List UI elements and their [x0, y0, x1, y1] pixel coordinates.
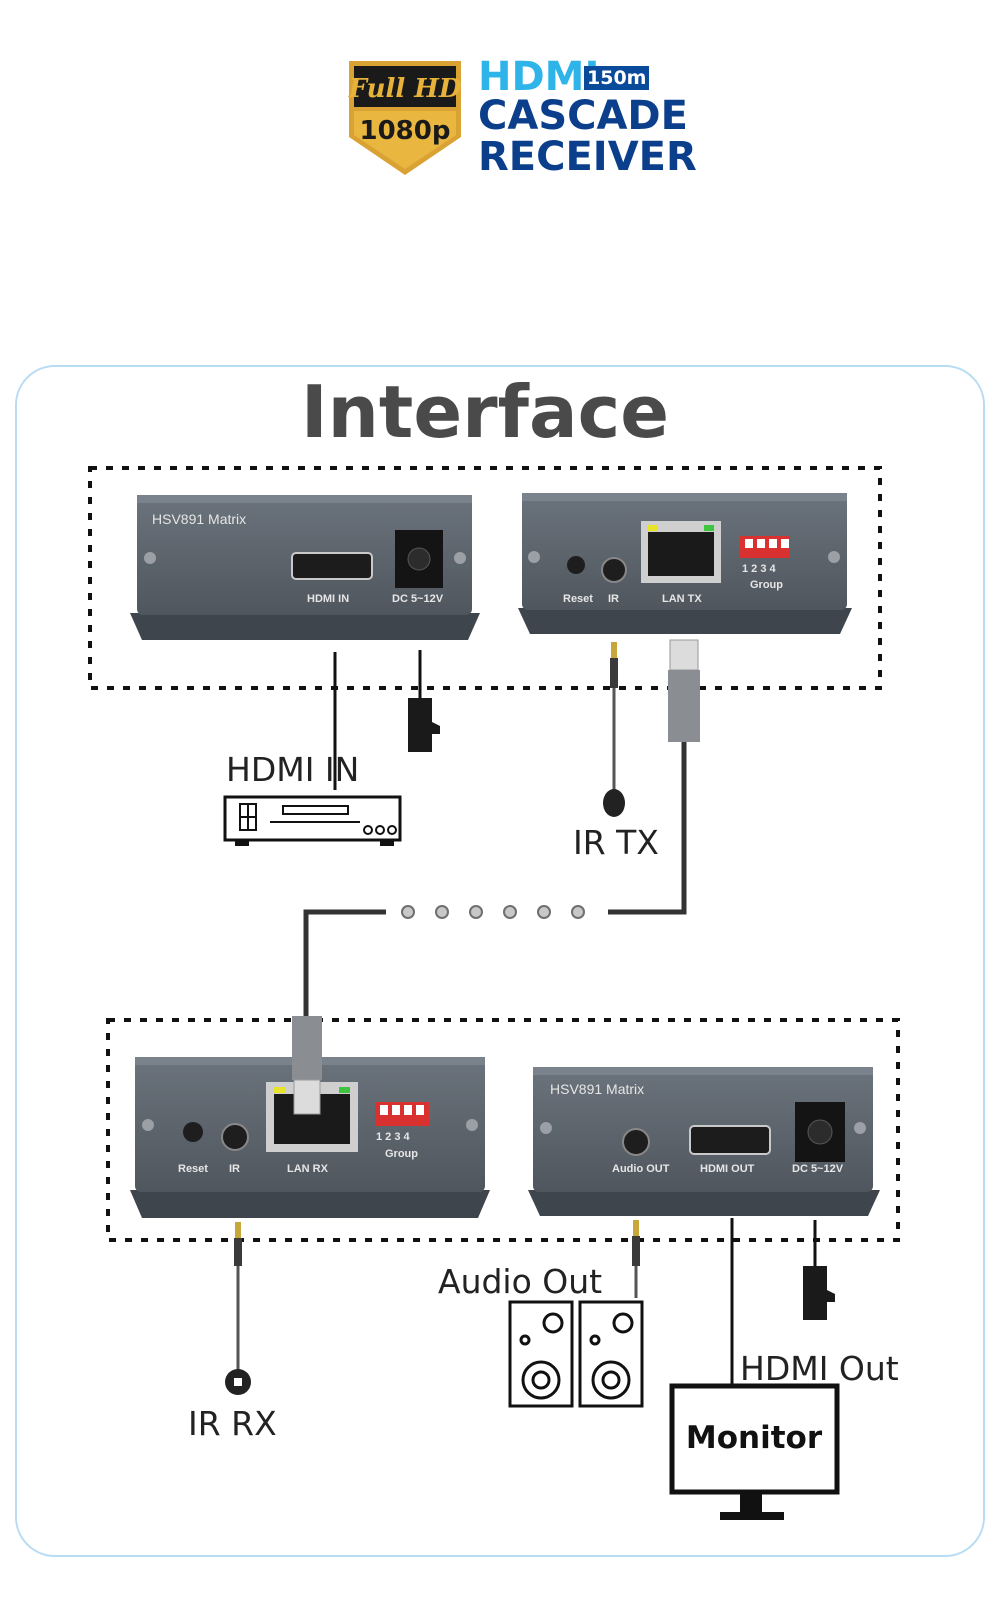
dvd-player-icon — [223, 795, 402, 846]
interface-panel — [15, 365, 985, 1557]
transmitter-lan-unit: Reset IR LAN TX 1 2 3 4 Group — [518, 493, 852, 634]
ir-jack — [221, 1123, 249, 1151]
bottom-port-lan-rx: LAN RX — [287, 1163, 329, 1175]
ir-tx-emitter — [603, 789, 625, 817]
label-ir-tx: IR TX — [573, 823, 659, 862]
bottom-port-ir: IR — [229, 1163, 240, 1175]
bottom-port-group: Group — [385, 1148, 418, 1160]
top-port-lan-tx: LAN TX — [662, 593, 702, 605]
top-port-hdmi-in: HDMI IN — [307, 593, 349, 605]
bottom-port-reset: Reset — [178, 1163, 208, 1175]
monitor-label: Monitor — [686, 1420, 823, 1456]
power-adapter-bottom — [803, 1266, 835, 1320]
label-hdmi-out: HDMI Out — [740, 1349, 899, 1388]
bottom-port-dc: DC 5~12V — [792, 1163, 844, 1175]
badge-text-1080p: 1080p — [360, 116, 451, 146]
transmitter-group-box — [88, 466, 882, 690]
badge-text-fullhd: Full HD — [348, 74, 462, 104]
rj45-plug-bottom — [292, 1016, 322, 1080]
top-port-dc: DC 5~12V — [392, 593, 444, 605]
audio-out-jack — [622, 1128, 650, 1156]
top-port-group: Group — [750, 579, 783, 591]
header-distance-badge: 150m — [584, 66, 650, 90]
receiver-group-box — [106, 1018, 900, 1242]
interface-title: Interface — [300, 370, 670, 454]
bottom-hdmi-unit-model: HSV891 Matrix — [550, 1081, 644, 1097]
reset-button — [183, 1122, 203, 1142]
header-hdmi: HDMI — [478, 54, 600, 100]
label-audio-out: Audio Out — [438, 1262, 603, 1301]
reset-button — [567, 556, 585, 574]
top-port-ir: IR — [608, 593, 619, 605]
bottom-port-audio-out: Audio OUT — [612, 1163, 670, 1175]
speaker-icon-left — [508, 1300, 574, 1408]
header-receiver: RECEIVER — [478, 134, 697, 180]
cable-continuation-dots — [401, 905, 585, 919]
power-adapter-top — [408, 698, 440, 752]
rj45-plug-top — [668, 670, 700, 742]
bottom-port-dip-numbers: 1 2 3 4 — [376, 1131, 411, 1143]
bottom-port-hdmi-out: HDMI OUT — [700, 1163, 755, 1175]
label-ir-rx: IR RX — [188, 1404, 277, 1443]
full-hd-badge: Full HD 1080p — [348, 61, 462, 175]
top-port-reset: Reset — [563, 593, 593, 605]
ir-jack — [601, 557, 627, 583]
top-port-dip-numbers: 1 2 3 4 — [742, 563, 777, 575]
hdmi-in-port — [291, 552, 373, 580]
receiver-hdmi-unit: HSV891 Matrix Audio OUT HDMI OUT DC 5~12… — [528, 1067, 880, 1216]
transmitter-hdmi-unit: HSV891 Matrix HDMI IN DC 5~12V — [130, 495, 480, 640]
lan-cable-segment-left — [303, 909, 386, 1016]
speaker-icon-right — [578, 1300, 644, 1408]
label-hdmi-in: HDMI IN — [226, 750, 360, 789]
lan-cable-segment-right — [608, 742, 687, 915]
hdmi-out-port — [689, 1125, 771, 1155]
top-hdmi-unit-model: HSV891 Matrix — [152, 511, 246, 527]
header-cascade: CASCADE — [478, 93, 688, 139]
monitor-icon — [669, 1383, 840, 1520]
